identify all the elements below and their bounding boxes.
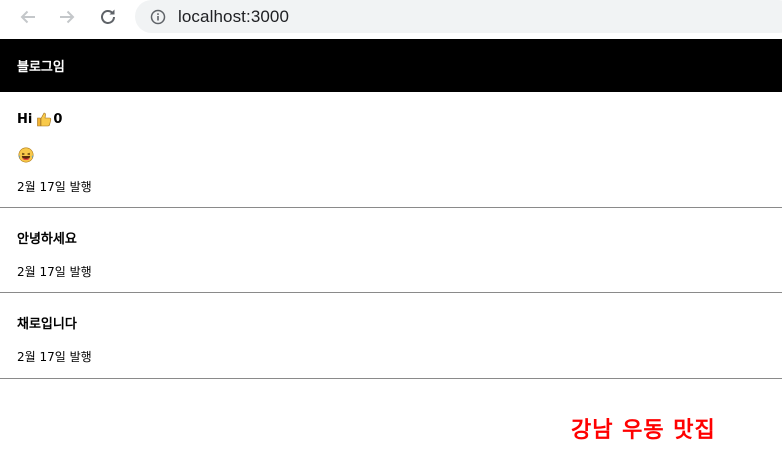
url-text[interactable]: localhost:3000: [178, 6, 290, 26]
post-item: 채로입니다 2월 17일 발행: [0, 293, 782, 379]
post-title[interactable]: 채로입니다: [17, 317, 77, 332]
like-count: 0: [53, 111, 63, 127]
header-title: 블로그임: [17, 60, 65, 75]
arrow-left-icon: [20, 10, 35, 24]
post-title-row: Hi 0: [17, 111, 62, 127]
reload-button[interactable]: [94, 4, 122, 30]
laughing-emoji-icon: [18, 147, 34, 163]
post-date: 2월 17일 발행: [17, 180, 92, 194]
post-title[interactable]: Hi: [17, 111, 33, 127]
reload-icon: [101, 9, 115, 24]
post-item: 안녕하세요 2월 17일 발행: [0, 208, 782, 293]
post-title[interactable]: 안녕하세요: [17, 232, 77, 247]
info-icon[interactable]: [150, 9, 166, 25]
post-title-row: 채로입니다: [17, 313, 77, 332]
browser-toolbar: localhost:3000: [0, 0, 782, 38]
address-bar[interactable]: localhost:3000: [135, 0, 782, 33]
post-date: 2월 17일 발행: [17, 265, 92, 279]
forward-button[interactable]: [53, 4, 81, 30]
arrow-right-icon: [60, 10, 75, 24]
post-item: Hi 0 2월 17일 발행: [0, 92, 782, 208]
thumbs-up-icon[interactable]: [36, 111, 52, 127]
post-date: 2월 17일 발행: [17, 350, 92, 364]
back-button[interactable]: [14, 4, 42, 30]
post-title-row: 안녕하세요: [17, 228, 77, 247]
app-header: 블로그임: [0, 39, 782, 92]
footer-text: 강남 우동 맛집: [571, 418, 716, 443]
